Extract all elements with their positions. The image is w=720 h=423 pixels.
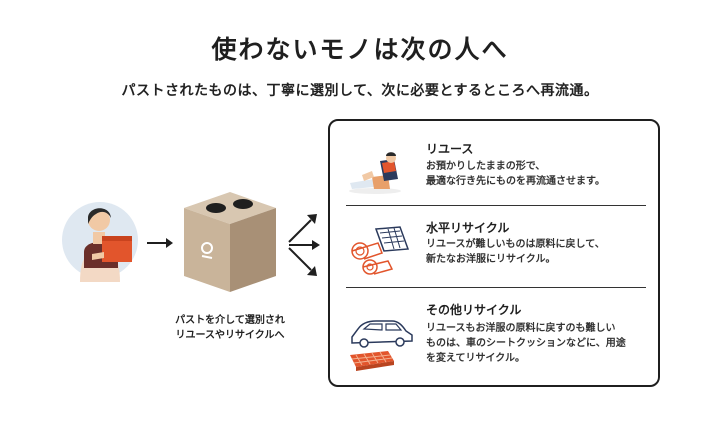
fabric-rolls-icon (348, 225, 412, 277)
page-subtitle: パストされたものは、丁寧に選別して、次に必要とするところへ再流通。 (0, 80, 720, 100)
description-line: お預かりしたままの形で、 (426, 159, 605, 174)
section-description: リユースもお洋服の原料に戻すのも難しい ものは、車のシートクッションなどに、用途… (426, 321, 626, 366)
person-holding-box-icon (62, 190, 144, 282)
car-cushion-icon (344, 307, 416, 371)
section-heading: リユース (426, 140, 473, 157)
section-heading: 水平リサイクル (426, 219, 509, 236)
section-divider (346, 287, 646, 288)
section-description: リユースが難しいものは原料に戻して、 新たなお洋服にリサイクル。 (426, 237, 605, 267)
description-line: リユースもお洋服の原料に戻すのも難しい (426, 321, 626, 336)
collection-box-icon (180, 186, 278, 296)
branch-arrows-icon (285, 210, 323, 280)
process-caption: パストを介して選別され リユースやリサイクルへ (165, 313, 295, 343)
description-line: リユースが難しいものは原料に戻して、 (426, 237, 605, 252)
description-line: ものは、車のシートクッションなどに、用途 (426, 336, 626, 351)
page-title: 使わないモノは次の人へ (0, 30, 720, 66)
arrow-right-icon (146, 236, 174, 250)
section-heading: その他リサイクル (426, 301, 521, 318)
section-reuse: リユース お預かりしたままの形で、 最適な行き先にものを再流通させます。 (330, 131, 658, 203)
section-horizontal-recycle: 水平リサイクル リユースが難しいものは原料に戻して、 新たなお洋服にリサイクル。 (330, 209, 658, 287)
caption-line: パストを介して選別され (165, 313, 295, 328)
caption-line: リユースやリサイクルへ (165, 328, 295, 343)
description-line: を変えてリサイクル。 (426, 351, 626, 366)
description-line: 新たなお洋服にリサイクル。 (426, 252, 605, 267)
section-description: お預かりしたままの形で、 最適な行き先にものを再流通させます。 (426, 159, 605, 189)
destinations-panel: リユース お預かりしたままの形で、 最適な行き先にものを再流通させます。 水平リ… (328, 119, 660, 387)
section-divider (346, 205, 646, 206)
person-sitting-icon (344, 151, 406, 195)
section-other-recycle: その他リサイクル リユースもお洋服の原料に戻すのも難しい ものは、車のシートクッ… (330, 291, 658, 383)
description-line: 最適な行き先にものを再流通させます。 (426, 174, 605, 189)
